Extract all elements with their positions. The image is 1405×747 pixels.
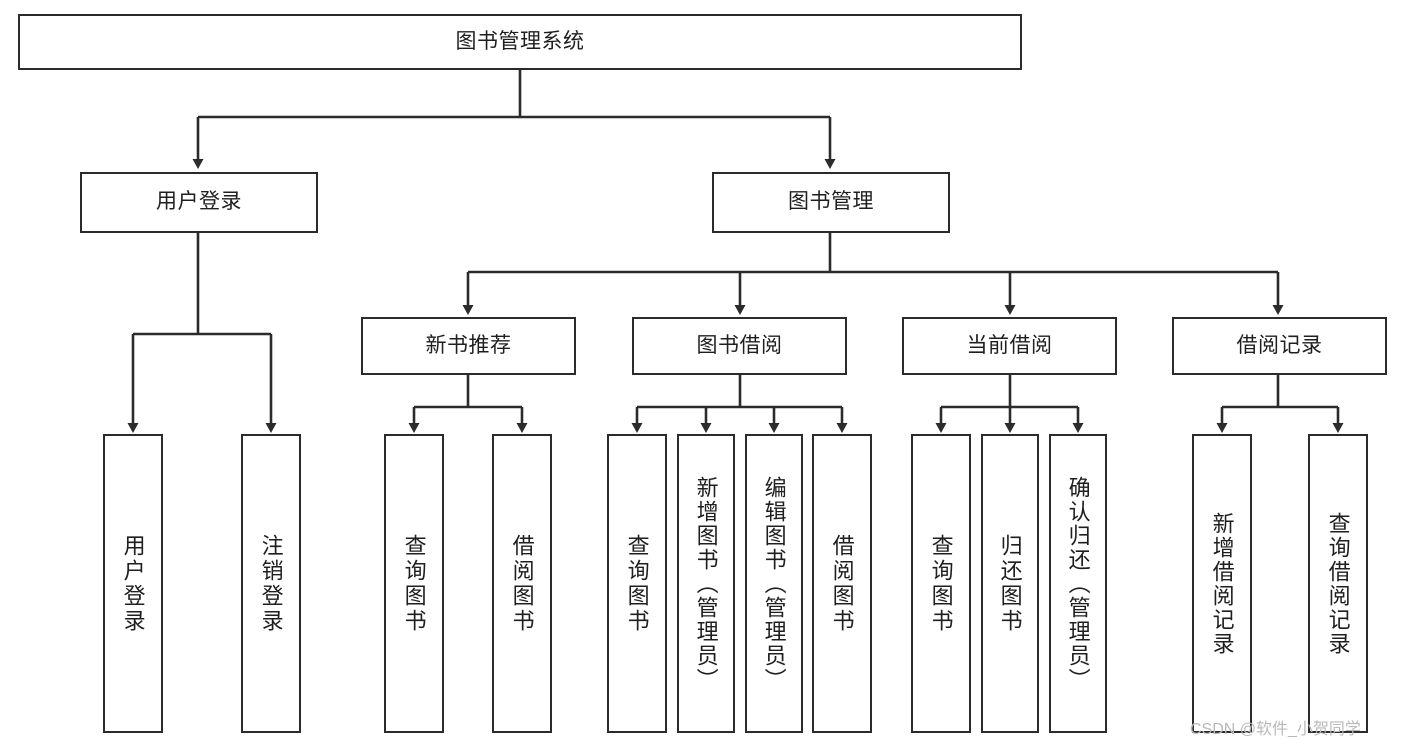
node-root[interactable]: 图书管理系统 — [18, 14, 1022, 70]
node-leaf-logout-login[interactable]: 注销登录 — [241, 434, 301, 733]
node-book-borrow-label: 图书借阅 — [696, 333, 783, 357]
node-leaf-borrow-book-2-label: 借阅图书 — [829, 533, 855, 634]
node-leaf-add-record[interactable]: 新增借阅记录 — [1192, 434, 1252, 733]
node-user-login-label: 用户登录 — [156, 190, 242, 214]
node-leaf-user-login[interactable]: 用户登录 — [103, 434, 163, 733]
node-leaf-add-book[interactable]: 新增图书（管理员） — [677, 434, 735, 733]
node-leaf-query-book-1[interactable]: 查询图书 — [384, 434, 444, 733]
node-leaf-query-record-label: 查询借阅记录 — [1325, 511, 1351, 656]
node-leaf-edit-book[interactable]: 编辑图书（管理员） — [745, 434, 803, 733]
node-book-borrow[interactable]: 图书借阅 — [632, 317, 847, 375]
node-leaf-confirm-return-label: 确认归还（管理员） — [1065, 475, 1091, 692]
node-leaf-user-login-label: 用户登录 — [120, 533, 146, 634]
node-leaf-confirm-return[interactable]: 确认归还（管理员） — [1049, 434, 1107, 733]
node-borrow-record[interactable]: 借阅记录 — [1172, 317, 1387, 375]
node-leaf-add-book-label: 新增图书（管理员） — [693, 475, 719, 692]
node-new-book-recommend-label: 新书推荐 — [425, 333, 512, 357]
node-leaf-borrow-book-1[interactable]: 借阅图书 — [492, 434, 552, 733]
node-borrow-record-label: 借阅记录 — [1236, 333, 1323, 357]
watermark: CSDN @软件_小贺同学 — [1190, 721, 1361, 738]
node-leaf-query-book-3[interactable]: 查询图书 — [911, 434, 971, 733]
node-leaf-borrow-book-1-label: 借阅图书 — [509, 533, 535, 634]
node-leaf-query-book-2-label: 查询图书 — [624, 533, 650, 634]
node-user-login[interactable]: 用户登录 — [80, 172, 318, 233]
node-leaf-query-book-2[interactable]: 查询图书 — [607, 434, 667, 733]
node-leaf-edit-book-label: 编辑图书（管理员） — [761, 475, 787, 692]
node-leaf-query-book-1-label: 查询图书 — [401, 533, 427, 634]
node-leaf-query-book-3-label: 查询图书 — [928, 533, 954, 634]
node-leaf-borrow-book-2[interactable]: 借阅图书 — [812, 434, 872, 733]
node-new-book-recommend[interactable]: 新书推荐 — [361, 317, 576, 375]
node-root-label: 图书管理系统 — [455, 29, 585, 53]
node-leaf-return-book[interactable]: 归还图书 — [981, 434, 1039, 733]
node-leaf-return-book-label: 归还图书 — [997, 533, 1023, 634]
node-current-borrow-label: 当前借阅 — [966, 333, 1053, 357]
node-book-manage-label: 图书管理 — [788, 190, 874, 214]
node-book-manage[interactable]: 图书管理 — [712, 172, 950, 233]
node-current-borrow[interactable]: 当前借阅 — [902, 317, 1117, 375]
node-leaf-logout-login-label: 注销登录 — [258, 533, 284, 634]
node-leaf-add-record-label: 新增借阅记录 — [1209, 511, 1235, 656]
node-leaf-query-record[interactable]: 查询借阅记录 — [1308, 434, 1368, 733]
